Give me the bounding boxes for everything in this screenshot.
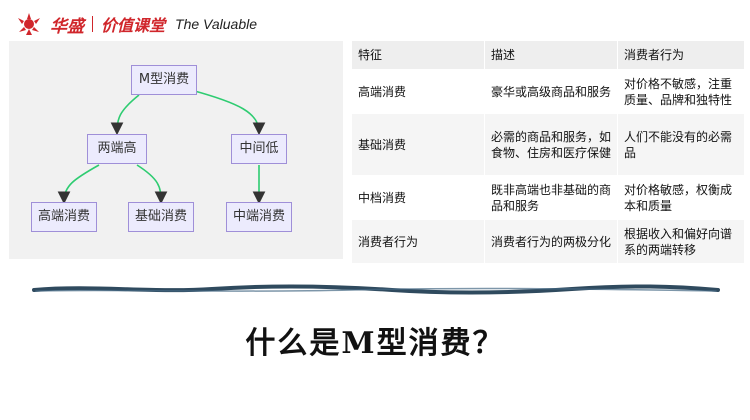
table-cell: 中档消费 bbox=[351, 175, 485, 220]
table-cell: 高端消费 bbox=[351, 69, 485, 114]
brand-divider bbox=[92, 16, 93, 32]
brand-name: 华盛 bbox=[50, 16, 84, 37]
table-row: 消费者行为 消费者行为的两极分化 根据收入和偏好向谱系的两端转移 bbox=[351, 219, 745, 264]
table-cell: 基础消费 bbox=[351, 113, 485, 176]
table-row: 基础消费 必需的商品和服务，如食物、住房和医疗保健 人们不能没有的必需品 bbox=[351, 113, 745, 176]
node-m-consumption: M型消费 bbox=[131, 65, 197, 95]
node-high-end: 高端消费 bbox=[31, 202, 97, 232]
course-name: 价值课堂 bbox=[101, 16, 166, 35]
table-cell: 对价格敏感，权衡成本和质量 bbox=[617, 175, 745, 220]
table-header-row: 特征 描述 消费者行为 bbox=[351, 40, 745, 70]
brand-mark-icon bbox=[18, 13, 40, 35]
diagram-connectors bbox=[57, 89, 266, 205]
edge-root-to-right bbox=[190, 89, 266, 136]
m-consumption-diagram: M型消费 两端高 中间低 高端消费 基础消费 中端消费 bbox=[9, 41, 343, 259]
features-table: 特征 描述 消费者行为 高端消费 豪华或高级商品和服务 对价格不敏感，注重质量、… bbox=[351, 40, 745, 264]
node-basic: 基础消费 bbox=[128, 202, 194, 232]
edge-root-to-left bbox=[110, 94, 140, 136]
edge-left-to-leaf2 bbox=[136, 164, 168, 205]
table-cell: 既非高端也非基础的商品和服务 bbox=[484, 175, 618, 220]
table-row: 中档消费 既非高端也非基础的商品和服务 对价格敏感，权衡成本和质量 bbox=[351, 175, 745, 220]
brush-wave-divider bbox=[32, 284, 720, 295]
table-cell: 人们不能没有的必需品 bbox=[617, 113, 745, 176]
column-header-description: 描述 bbox=[484, 40, 618, 70]
page-title: 什么是M型消费？ bbox=[245, 326, 505, 361]
table-cell: 根据收入和偏好向谱系的两端转移 bbox=[617, 219, 745, 264]
column-header-behavior: 消费者行为 bbox=[617, 40, 745, 70]
table-cell: 消费者行为 bbox=[351, 219, 485, 264]
edge-left-to-leaf1 bbox=[57, 164, 100, 205]
node-mid-end: 中端消费 bbox=[226, 202, 292, 232]
brand-logo: 华盛 价值课堂 The Valuable bbox=[14, 10, 257, 38]
table-cell: 消费者行为的两极分化 bbox=[484, 219, 618, 264]
table-cell: 豪华或高级商品和服务 bbox=[484, 69, 618, 114]
table-cell: 对价格不敏感，注重质量、品牌和独特性 bbox=[617, 69, 745, 114]
node-middle-low: 中间低 bbox=[231, 134, 287, 164]
column-header-feature: 特征 bbox=[351, 40, 485, 70]
table-row: 高端消费 豪华或高级商品和服务 对价格不敏感，注重质量、品牌和独特性 bbox=[351, 69, 745, 114]
table-cell: 必需的商品和服务，如食物、住房和医疗保健 bbox=[484, 113, 618, 176]
node-both-ends-high: 两端高 bbox=[87, 134, 147, 164]
brand-tagline: The Valuable bbox=[175, 16, 257, 32]
